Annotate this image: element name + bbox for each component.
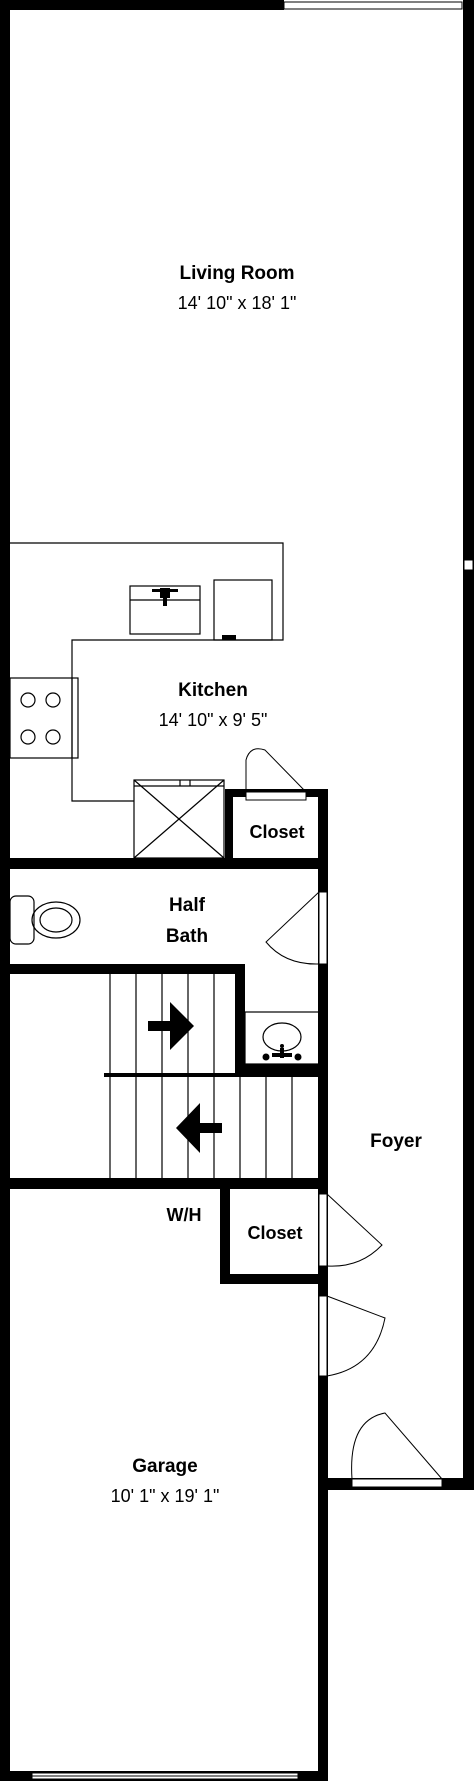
half-bath-fixtures (9, 895, 320, 1065)
refrigerator (133, 779, 225, 859)
kitchen-sink (129, 585, 201, 635)
stair-arrow-left-icon (176, 1103, 222, 1153)
toilet (9, 895, 81, 945)
staircase (104, 974, 320, 1178)
kitchen-dimensions: 14' 10" x 9' 5" (159, 710, 268, 730)
garage-name: Garage (132, 1456, 197, 1477)
half-bath-line2: Bath (166, 926, 208, 947)
kitchen-name: Kitchen (178, 680, 248, 701)
front-entry-door (351, 1412, 443, 1488)
living-room-name: Living Room (179, 263, 294, 284)
interior-walls (0, 789, 328, 1284)
living-room-dimensions: 14' 10" x 18' 1" (178, 293, 297, 313)
half-bath-line1: Half (169, 895, 206, 916)
range (9, 677, 79, 759)
dishwasher (213, 579, 273, 641)
garage-closet-door (318, 1193, 383, 1267)
stair-arrow-right-icon (148, 1002, 194, 1050)
garage-closet-label: Closet (247, 1223, 302, 1243)
room-labels: Living Room 14' 10" x 18' 1" Kitchen 14'… (111, 263, 423, 1506)
foyer-label: Foyer (370, 1131, 422, 1152)
water-heater-label: W/H (167, 1205, 202, 1225)
kitchen-closet-door (245, 748, 307, 801)
kitchen-closet-label: Closet (249, 822, 304, 842)
half-bath-door (265, 891, 328, 965)
bath-sink (244, 1011, 320, 1065)
kitchen-fixtures (9, 542, 284, 859)
doors (245, 748, 443, 1488)
windows (31, 1, 474, 1780)
garage-dimensions: 10' 1" x 19' 1" (111, 1486, 220, 1506)
garage-entry-door (318, 1295, 386, 1377)
